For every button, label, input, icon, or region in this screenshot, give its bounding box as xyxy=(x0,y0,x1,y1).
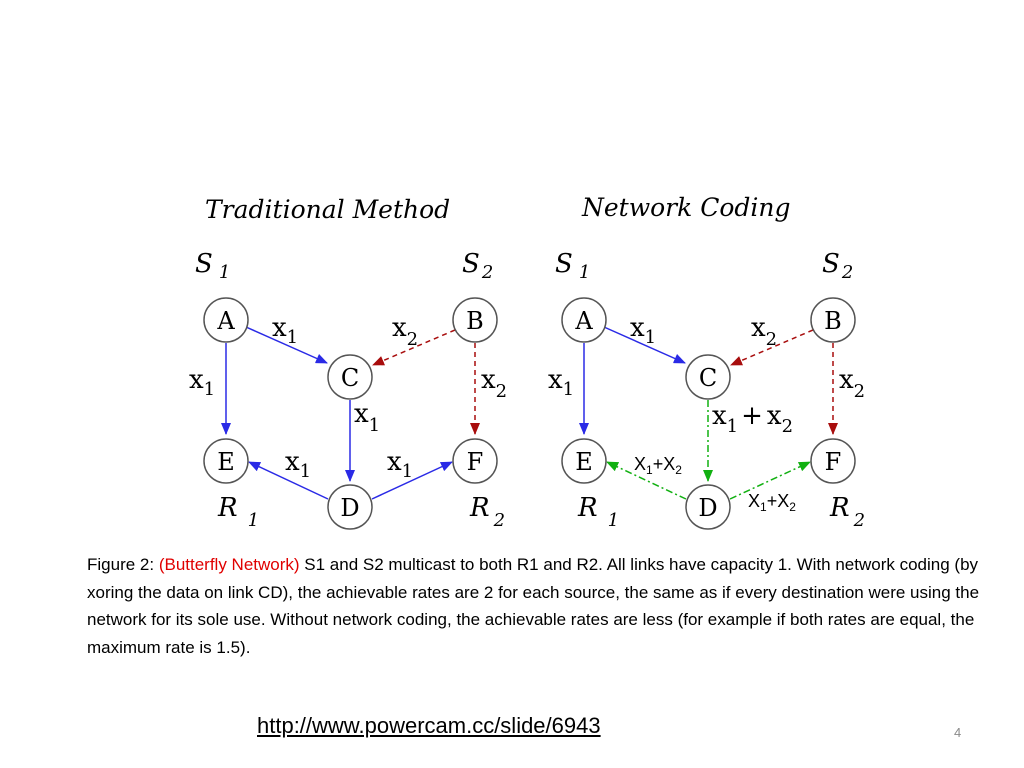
edge-label-d-f: x1 xyxy=(387,447,413,482)
node-f: F xyxy=(810,438,856,484)
svg-text:C: C xyxy=(699,364,717,392)
figure-caption: Figure 2: (Butterfly Network) S1 and S2 … xyxy=(87,551,987,661)
edge-label-a-e: x1 xyxy=(189,365,215,400)
svg-text:F: F xyxy=(467,448,484,476)
edge-a-c xyxy=(245,326,328,364)
svg-text:A: A xyxy=(574,307,593,335)
edge-label-d-e: X1+X2 xyxy=(634,454,682,477)
node-b: B xyxy=(810,297,856,343)
edge-label-b-f: x2 xyxy=(481,365,507,402)
svg-text:B: B xyxy=(824,307,842,335)
node-c: C xyxy=(685,354,731,400)
caption-prefix: Figure 2: xyxy=(87,555,159,574)
edge-label-c-d: x1+x2 xyxy=(712,401,793,437)
svg-text:E: E xyxy=(575,448,593,476)
edge-label-b-c: x2 xyxy=(392,313,418,350)
node-d: D xyxy=(327,484,373,530)
page-number: 4 xyxy=(954,725,962,740)
node-c: C xyxy=(327,354,373,400)
edge-label-d-f: X1+X2 xyxy=(748,491,796,514)
svg-text:E: E xyxy=(217,448,235,476)
svg-text:D: D xyxy=(340,494,359,522)
edge-b-c xyxy=(730,329,814,366)
source-link[interactable]: http://www.powercam.cc/slide/6943 xyxy=(257,713,601,738)
caption-highlight: (Butterfly Network) xyxy=(158,555,300,574)
svg-text:C: C xyxy=(341,364,359,392)
edge-label-b-c: x2 xyxy=(751,313,777,350)
edge-d-f xyxy=(371,461,453,500)
svg-text:A: A xyxy=(216,307,235,335)
traditional-method-title: Traditional Method xyxy=(205,195,450,224)
node-a: A xyxy=(203,297,249,343)
edge-label-d-e: x1 xyxy=(285,447,311,482)
edge-a-c xyxy=(603,326,686,364)
node-a: A xyxy=(561,297,607,343)
edge-label-a-c: x1 xyxy=(630,313,656,348)
caption-body: S1 and S2 multicast to both R1 and R2. A… xyxy=(87,555,980,657)
node-e: E xyxy=(561,438,607,484)
edge-label-b-f: x2 xyxy=(839,365,865,402)
network-coding-title: Network Coding xyxy=(581,193,791,222)
edge-label-a-c: x1 xyxy=(272,313,298,348)
node-f: F xyxy=(452,438,498,484)
svg-text:B: B xyxy=(466,307,484,335)
edge-label-a-e: x1 xyxy=(548,365,574,400)
node-b: B xyxy=(452,297,498,343)
edge-b-c xyxy=(372,329,456,366)
edge-d-e xyxy=(248,461,329,500)
node-e: E xyxy=(203,438,249,484)
svg-text:D: D xyxy=(698,494,717,522)
node-d: D xyxy=(685,484,731,530)
edge-label-c-d: x1 xyxy=(354,399,380,436)
svg-text:F: F xyxy=(825,448,842,476)
